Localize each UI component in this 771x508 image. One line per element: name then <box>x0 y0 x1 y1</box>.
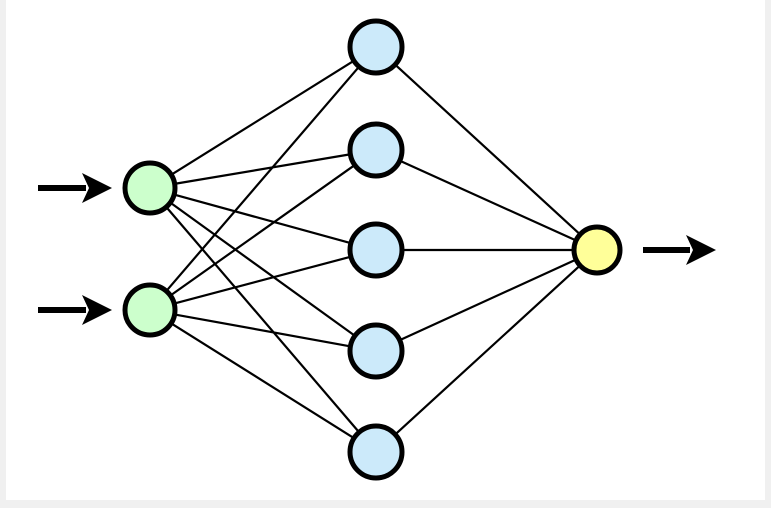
node-hidden-1[interactable] <box>347 18 405 76</box>
input-arrow-1 <box>38 173 112 203</box>
edge-hidden-4-to-output-1 <box>397 258 579 342</box>
edge-input-1-to-hidden-5 <box>164 205 361 435</box>
edge-input-1-to-hidden-4 <box>168 200 357 338</box>
edge-input-1-to-hidden-3 <box>172 193 353 245</box>
nodes-group <box>122 18 623 481</box>
io-arrows-group <box>38 173 716 325</box>
node-input-2[interactable] <box>122 282 178 338</box>
node-hidden-3[interactable] <box>347 221 405 279</box>
edge-hidden-5-to-output-1 <box>393 263 582 437</box>
input-arrow-2 <box>38 295 112 325</box>
edge-input-1-to-hidden-1 <box>169 59 356 177</box>
edges-group <box>164 59 582 440</box>
node-hidden-4[interactable] <box>347 322 405 380</box>
input-arrow-1-head <box>82 173 112 203</box>
edge-input-2-to-hidden-5 <box>169 321 356 440</box>
edge-input-2-to-hidden-1 <box>164 64 361 293</box>
node-hidden-5[interactable] <box>347 423 405 481</box>
node-input-1[interactable] <box>122 160 178 216</box>
output-arrow-1 <box>643 235 716 265</box>
edge-input-2-to-hidden-2 <box>168 163 357 298</box>
edge-hidden-1-to-output-1 <box>393 62 582 237</box>
edge-input-1-to-hidden-2 <box>172 153 353 186</box>
hidden-layer <box>347 18 405 481</box>
edge-hidden-2-to-output-1 <box>397 159 579 243</box>
edge-input-2-to-hidden-4 <box>172 313 353 348</box>
input-layer <box>122 160 178 338</box>
node-hidden-2[interactable] <box>347 121 405 179</box>
output-arrow-1-head <box>686 235 716 265</box>
node-output-1[interactable] <box>571 224 623 276</box>
edge-input-2-to-hidden-3 <box>172 255 353 305</box>
input-arrow-2-head <box>82 295 112 325</box>
output-layer <box>571 224 623 276</box>
